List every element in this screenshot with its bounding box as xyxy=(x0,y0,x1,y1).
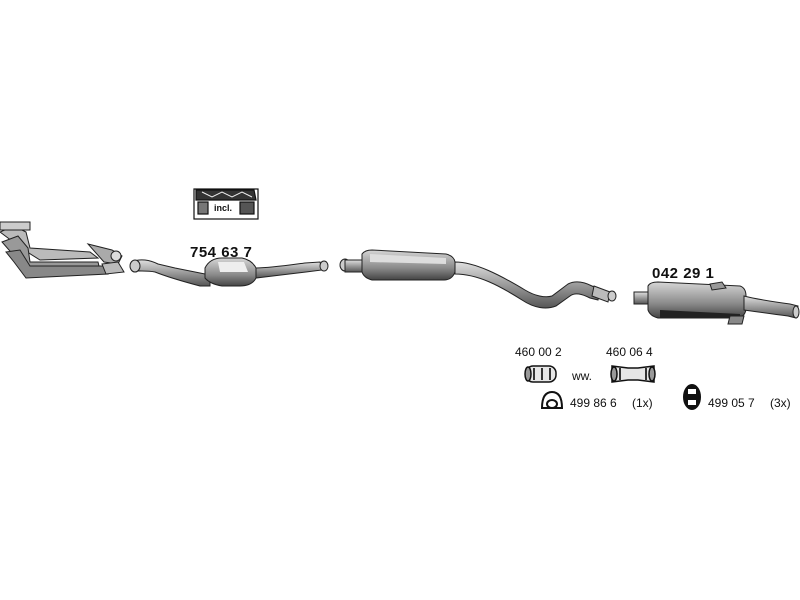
part-number-clamp-a: 460 00 2 xyxy=(515,345,562,359)
exhaust-manifold xyxy=(0,221,125,279)
rear-silencer xyxy=(633,281,800,325)
catalytic-converter xyxy=(129,257,329,287)
clamp-460-06-4 xyxy=(610,365,656,383)
mounting-kit-label: incl. xyxy=(214,203,233,213)
mounting-kit-box xyxy=(193,188,259,220)
gasket-quantity: (1x) xyxy=(632,396,653,410)
part-number-clamp-b: 460 06 4 xyxy=(606,345,653,359)
gasket-icon xyxy=(540,390,564,409)
part-number-rubber-hanger: 499 05 7 xyxy=(708,396,755,410)
rubber-hanger-quantity: (3x) xyxy=(770,396,791,410)
centre-pipe-middle-silencer xyxy=(339,249,617,309)
part-number-gasket: 499 86 6 xyxy=(570,396,617,410)
clamp-460-00-2 xyxy=(524,365,557,383)
clamp-alternative-label: ww. xyxy=(572,369,593,383)
part-number-catalytic-converter: 754 63 7 xyxy=(190,244,253,261)
rubber-hanger-icon xyxy=(683,384,701,410)
part-number-rear-silencer: 042 29 1 xyxy=(652,265,715,282)
